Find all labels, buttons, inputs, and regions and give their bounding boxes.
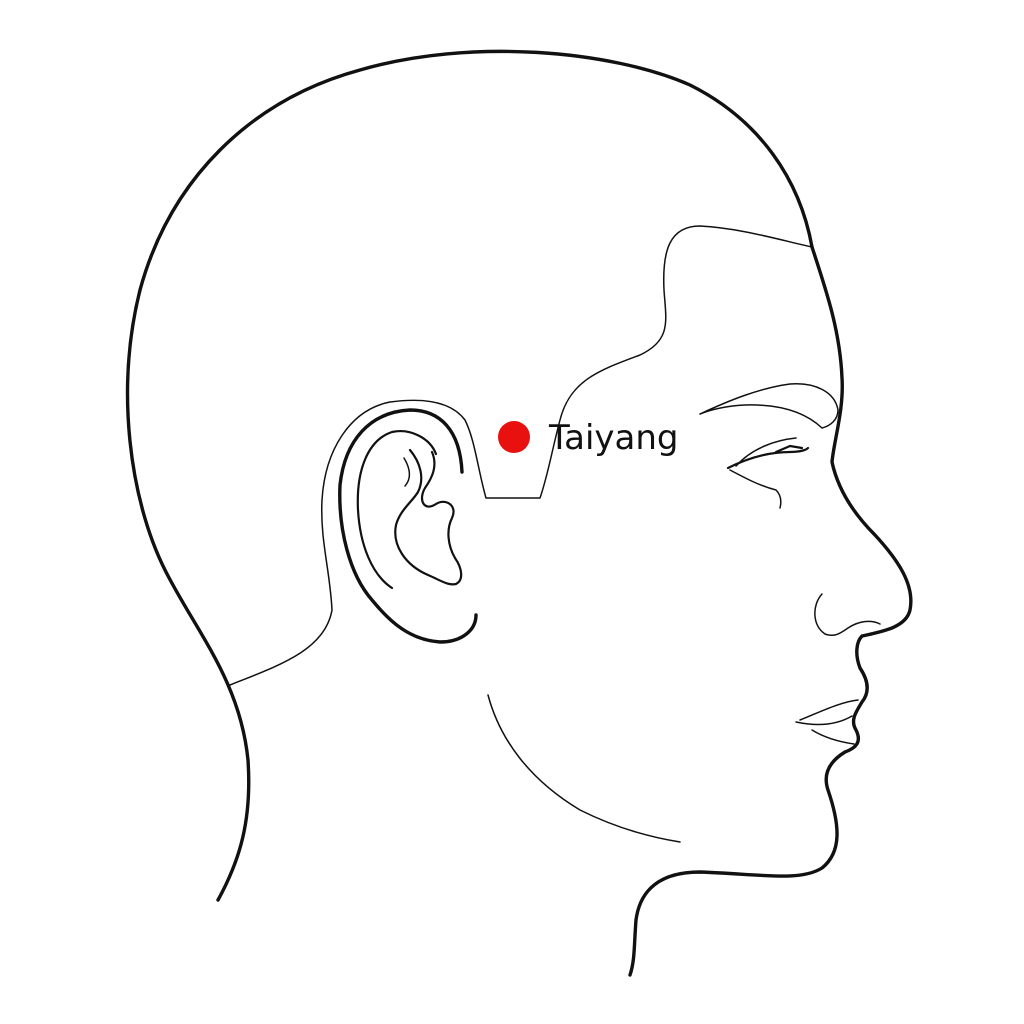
- ear-concha: [394, 448, 463, 586]
- nostril: [814, 593, 881, 637]
- eye-lower-lid: [729, 469, 782, 509]
- head-outline: [125, 49, 814, 902]
- eye-crease: [735, 437, 797, 467]
- ear-inner: [356, 430, 438, 590]
- taiyang-point-marker: [498, 421, 530, 453]
- ear-outer: [338, 408, 478, 644]
- jawline: [487, 694, 681, 843]
- eye-lashes: [774, 444, 804, 454]
- eyebrow: [699, 383, 839, 429]
- face-profile: [628, 245, 913, 977]
- hairline: [229, 225, 813, 686]
- eye-upper-lid: [726, 446, 810, 470]
- taiyang-point-label: Taiyang: [548, 418, 679, 458]
- ear-fold: [403, 457, 411, 487]
- lips: [795, 699, 859, 745]
